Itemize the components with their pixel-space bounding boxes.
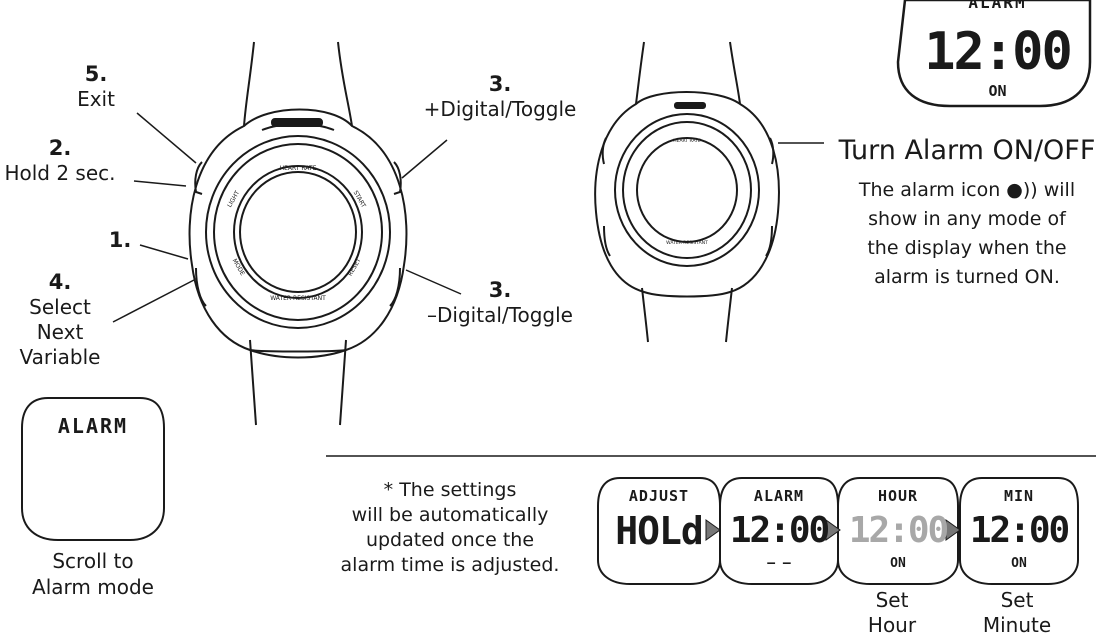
seq3-sub: ON	[890, 556, 906, 571]
label-select: 4. Select Next Variable	[10, 270, 110, 370]
scroll-caption-line1: Scroll to	[52, 549, 134, 573]
pointer-select	[112, 279, 195, 323]
label-exit: 5. Exit	[56, 62, 136, 112]
small-watch-bar	[674, 102, 706, 109]
note-line2: will be automatically	[351, 504, 549, 526]
label-minus-num: 3.	[488, 278, 512, 302]
pointer-lines	[112, 112, 462, 323]
large-watch-button-upper-right	[393, 161, 402, 195]
small-watch	[594, 41, 780, 343]
label-select-line3: Variable	[19, 345, 101, 369]
scroll-display-title: ALARM	[57, 414, 129, 438]
label-minus: 3. –Digital/Toggle	[420, 278, 580, 328]
note-line4: alarm time is adjusted.	[340, 554, 560, 576]
bezel-heart-rate: HEART RATE	[280, 165, 317, 172]
label-plus-text: +Digital/Toggle	[423, 97, 577, 121]
pointer-hold	[133, 180, 187, 187]
alarm-desc-line3: the display when the	[867, 237, 1067, 259]
seq1-main: HOLd	[615, 509, 704, 553]
set-hour-line2: Hour	[867, 613, 917, 637]
small-bezel-water: WATER RESISTANT	[666, 240, 708, 246]
label-minus-text: –Digital/Toggle	[427, 303, 573, 327]
seq4-main: 12:00	[969, 510, 1070, 551]
pointer-minus	[405, 269, 462, 295]
set-hour-caption: Set Hour	[852, 588, 932, 638]
note-line1: * The settings	[383, 479, 517, 501]
alarm-desc-line2: show in any mode of	[868, 208, 1066, 230]
arrow-icon	[945, 519, 961, 541]
scroll-caption: Scroll to Alarm mode	[10, 548, 176, 600]
small-watch-case	[594, 91, 780, 298]
seq4-sub: ON	[1011, 556, 1027, 571]
label-exit-num: 5.	[84, 62, 108, 86]
label-plus-num: 3.	[488, 72, 512, 96]
large-watch-case	[188, 108, 408, 359]
large-watch-bezel-text: HEART RATE LIGHT START MODE RESET WATER …	[226, 165, 367, 302]
pointer-plus	[401, 139, 448, 179]
alarm-onoff-heading: Turn Alarm ON/OFF	[838, 135, 1096, 166]
top-display-title: ALARM	[968, 0, 1027, 12]
large-watch-button-lower-right	[389, 267, 401, 307]
large-watch-button-lower-left	[195, 267, 207, 307]
top-display-status: ON	[988, 82, 1007, 100]
pointer-one	[139, 244, 189, 260]
label-plus: 3. +Digital/Toggle	[420, 72, 580, 122]
label-exit-text: Exit	[77, 87, 115, 111]
alarm-desc-line1: The alarm icon ●)) will	[858, 179, 1076, 201]
seq3-title: HOUR	[877, 487, 919, 505]
sequence-frames	[597, 477, 1079, 585]
label-one-num: 1.	[108, 228, 132, 252]
bezel-water: WATER RESISTANT	[270, 295, 326, 302]
pointer-exit	[136, 112, 197, 164]
arrow-icon	[705, 519, 721, 541]
seq2-title: ALARM	[753, 487, 805, 505]
seq2-sub: – –	[767, 556, 791, 571]
scroll-display	[21, 397, 165, 541]
set-minute-line1: Set	[1000, 588, 1034, 612]
arrow-icon	[825, 519, 841, 541]
top-display-time: 12:00	[924, 22, 1073, 82]
top-display	[896, 0, 1092, 108]
label-select-line1: Select	[29, 295, 91, 319]
note-line3: updated once the	[365, 529, 535, 551]
large-watch-strap-top	[243, 41, 353, 127]
alarm-desc-line4: alarm is turned ON.	[874, 266, 1060, 288]
small-watch-bezel-text: HEART RATE WATER RESISTANT	[666, 138, 708, 246]
set-hour-line1: Set	[875, 588, 909, 612]
scroll-caption-line2: Alarm mode	[32, 575, 154, 599]
label-one: 1.	[102, 228, 138, 253]
label-hold-text: Hold 2 sec.	[4, 161, 116, 185]
large-watch-button-upper-left	[194, 161, 203, 195]
large-watch-strap-bottom	[249, 339, 347, 426]
set-minute-line2: Minute	[982, 613, 1052, 637]
label-select-line2: Next	[36, 320, 84, 344]
seq4-title: MIN	[1003, 487, 1035, 505]
settings-note: * The settings will be automatically upd…	[330, 478, 570, 578]
small-bezel-heart-rate: HEART RATE	[673, 138, 701, 144]
large-watch	[188, 41, 408, 426]
seq2-main: 12:00	[729, 510, 830, 551]
label-hold: 2. Hold 2 sec.	[0, 136, 120, 186]
alarm-onoff-desc: The alarm icon ●)) will show in any mode…	[832, 176, 1102, 292]
label-select-num: 4.	[48, 270, 72, 294]
seq3-main: 12:00	[848, 510, 949, 551]
set-minute-caption: Set Minute	[972, 588, 1062, 638]
sequence-arrows	[705, 519, 961, 541]
label-hold-num: 2.	[48, 136, 72, 160]
seq1-title: ADJUST	[628, 487, 690, 505]
